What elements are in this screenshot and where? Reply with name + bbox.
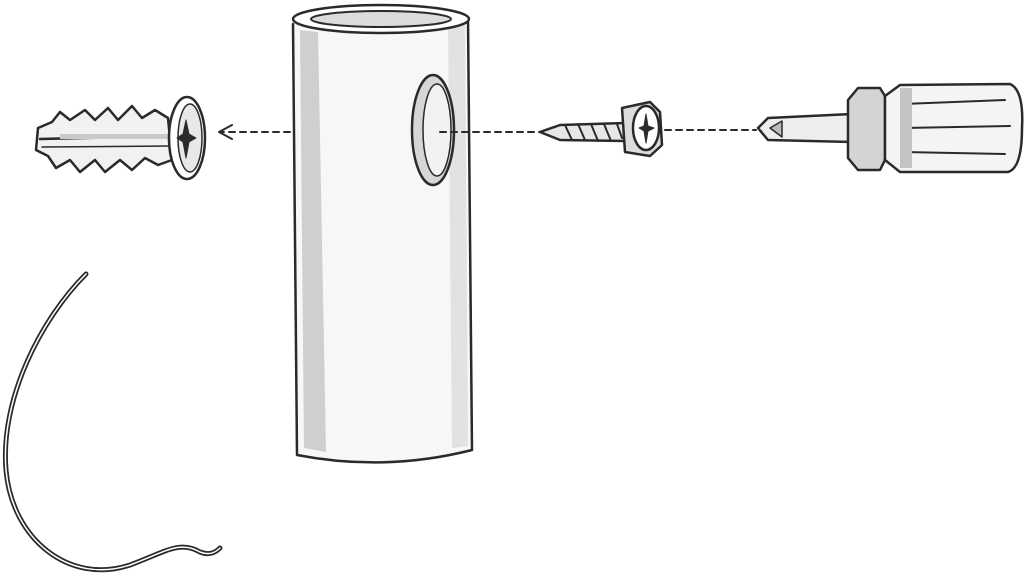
tube-body [291, 3, 474, 464]
screwdriver [756, 82, 1024, 174]
arrowhead-icon [218, 124, 233, 140]
wall-anchor [34, 95, 207, 181]
wire-highlight [4, 273, 221, 571]
tube-hole [410, 73, 456, 187]
wire [2, 271, 223, 573]
screw [538, 100, 664, 158]
